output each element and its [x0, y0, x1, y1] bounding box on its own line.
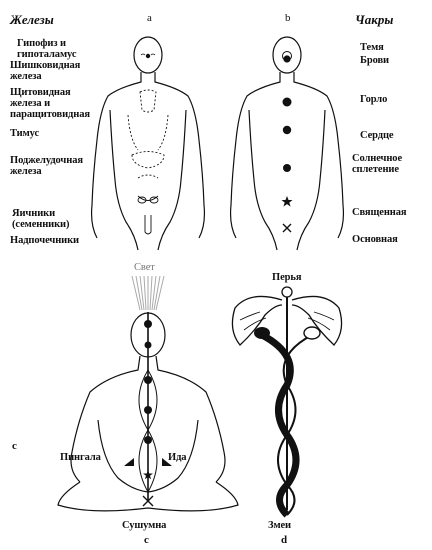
chakra-label-brow: Брови: [360, 55, 389, 66]
glands-header: Железы: [10, 12, 54, 27]
light-rays: [131, 275, 165, 311]
gland-label-ovaries: Яичники(семенники): [12, 208, 70, 230]
chakras-header: Чакры: [355, 12, 394, 27]
light-label: Свет: [134, 262, 155, 273]
endocrine-glands: [127, 89, 169, 179]
pingala-label: Пингала: [60, 452, 101, 463]
chakra-label-sacral: Священная: [352, 207, 407, 218]
chakra-label-heart: Сердце: [360, 130, 394, 141]
figure-c-chakras: [124, 320, 172, 507]
body-figure-a: [90, 36, 206, 251]
gland-label-adrenal: Надпочечники: [10, 235, 79, 246]
panel-letter-d: d: [281, 534, 288, 546]
panel-letter-b: b: [285, 12, 291, 24]
sushumna-label: Сушумна: [122, 520, 167, 531]
ida-label: Ида: [168, 452, 187, 463]
snakes-figure-d: [254, 326, 321, 518]
snakes-label: Змеи: [268, 520, 292, 531]
panel-letter-c-bottom: c: [144, 534, 149, 546]
chakra-label-root: Основная: [352, 234, 398, 245]
caduceus-figure-d: [231, 286, 343, 510]
body-figure-b: [229, 36, 345, 251]
chakra-label-crown: Темя: [360, 42, 384, 53]
feathers-label: Перья: [272, 272, 302, 283]
gland-label-thymus: Тимус: [10, 128, 40, 139]
reproductive-glands: [137, 195, 159, 235]
chakra-points: [281, 51, 293, 233]
panel-letter-c-side: c: [12, 440, 17, 452]
chakra-label-throat: Горло: [360, 94, 388, 105]
panel-letter-a: a: [147, 12, 152, 24]
